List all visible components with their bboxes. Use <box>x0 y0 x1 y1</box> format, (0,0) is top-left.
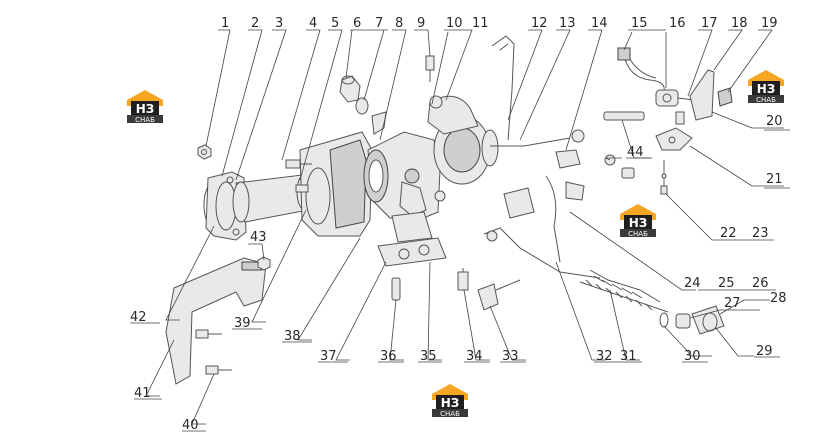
label-41: 41 <box>134 386 151 401</box>
part-link-7 <box>355 97 387 135</box>
part-stud-sensor <box>675 111 685 125</box>
label-20: 20 <box>766 114 783 129</box>
part-pipe-44 <box>603 111 645 121</box>
part-fitting-33 <box>477 279 521 311</box>
part-number-labels: 1 2 3 4 5 6 7 8 9 10 11 12 13 14 15 16 1… <box>130 16 787 433</box>
label-9: 9 <box>417 16 425 31</box>
label-44: 44 <box>627 145 644 160</box>
label-36: 36 <box>380 349 397 364</box>
logo-caption: CHAБ <box>135 116 155 124</box>
logo-center: НЗ CHAБ <box>620 204 656 238</box>
part-sensor-body-16 <box>655 89 695 107</box>
label-13: 13 <box>559 16 576 31</box>
part-turbocharger-body <box>363 95 499 223</box>
logo-mark: НЗ <box>629 216 648 230</box>
label-28: 28 <box>770 291 787 306</box>
label-33: 33 <box>502 349 519 364</box>
label-29: 29 <box>756 344 773 359</box>
part-bracket-41 <box>165 257 267 385</box>
part-gasket-35 <box>377 237 447 267</box>
label-19: 19 <box>761 16 778 31</box>
part-stud-36 <box>391 277 401 301</box>
part-screw-22 <box>660 160 668 195</box>
label-15: 15 <box>631 16 648 31</box>
label-14: 14 <box>591 16 608 31</box>
label-18: 18 <box>731 16 748 31</box>
label-4: 4 <box>309 16 317 31</box>
label-21: 21 <box>766 172 783 187</box>
logo-caption: CHAБ <box>440 410 460 418</box>
label-22: 22 <box>720 226 737 241</box>
label-27: 27 <box>724 296 741 311</box>
part-pipe-24 <box>483 187 601 279</box>
part-bolt-40a <box>195 329 222 339</box>
part-cap-6 <box>339 75 361 103</box>
label-32: 32 <box>596 349 613 364</box>
part-flange-37 <box>391 211 433 243</box>
label-11: 11 <box>472 16 489 31</box>
part-oil-return-line <box>545 175 661 303</box>
label-10: 10 <box>446 16 463 31</box>
logo-mark: НЗ <box>136 102 155 116</box>
logo-mark: НЗ <box>441 396 460 410</box>
label-6: 6 <box>353 16 361 31</box>
label-3: 3 <box>275 16 283 31</box>
label-26: 26 <box>752 276 769 291</box>
part-plate-21 <box>655 127 693 151</box>
part-bolt-34 <box>457 268 469 291</box>
label-35: 35 <box>420 349 437 364</box>
logo-caption: CHAБ <box>628 230 648 238</box>
part-o-ring-30 <box>659 312 669 328</box>
logo-left: НЗ CHAБ <box>127 90 163 124</box>
label-7: 7 <box>375 16 383 31</box>
label-43: 43 <box>250 230 267 245</box>
label-1: 1 <box>221 16 229 31</box>
part-nut-1 <box>197 144 212 160</box>
part-fitting-27 <box>675 313 691 329</box>
logo-bottom: НЗ CHAБ <box>432 384 468 418</box>
label-24: 24 <box>684 276 701 291</box>
logo-mark: НЗ <box>757 82 776 96</box>
part-heat-shield-38 <box>299 131 373 237</box>
label-17: 17 <box>701 16 718 31</box>
part-bolt-9 <box>425 55 435 82</box>
label-5: 5 <box>331 16 339 31</box>
label-39: 39 <box>234 316 251 331</box>
label-16: 16 <box>669 16 686 31</box>
label-34: 34 <box>466 349 483 364</box>
label-2: 2 <box>251 16 259 31</box>
part-adapter-28 <box>691 305 725 335</box>
label-40: 40 <box>182 418 199 433</box>
part-connector-19 <box>717 87 733 107</box>
label-underlines <box>130 129 790 432</box>
label-8: 8 <box>395 16 403 31</box>
label-30: 30 <box>684 349 701 364</box>
part-bracket-20 <box>689 69 715 121</box>
part-bolt-39 <box>285 159 312 193</box>
part-fitting-14 <box>555 129 585 169</box>
leader-lines <box>145 29 784 425</box>
part-washer-15 <box>604 154 635 179</box>
label-25: 25 <box>718 276 735 291</box>
label-38: 38 <box>284 329 301 344</box>
part-oil-pipe-12 <box>490 35 571 147</box>
label-42: 42 <box>130 310 147 325</box>
label-37: 37 <box>320 349 337 364</box>
label-23: 23 <box>752 226 769 241</box>
label-31: 31 <box>620 349 637 364</box>
part-hose-30 <box>579 279 669 313</box>
label-12: 12 <box>531 16 548 31</box>
logo-right-top: НЗ CHAБ <box>748 70 784 104</box>
logo-caption: CHAБ <box>756 96 776 104</box>
part-bolt-40b <box>205 365 232 375</box>
